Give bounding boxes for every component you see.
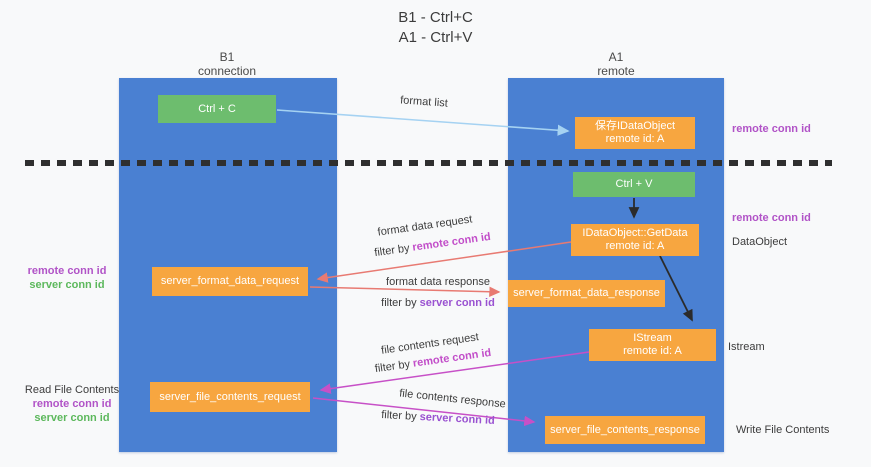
title-line-1: B1 - Ctrl+C [398, 9, 473, 26]
node-server-file-contents-request: server_file_contents_request [150, 382, 310, 412]
left-remote-conn-id: remote conn id [27, 265, 107, 277]
lifeline-b1-name: B1 [219, 50, 235, 64]
lifeline-a1-name: A1 [608, 50, 624, 64]
ctrl-v-label: Ctrl + V [615, 178, 653, 190]
left-format-conn-ids: remote conn id server conn id [17, 264, 117, 292]
server-file-contents-response-label: server_file_contents_response [550, 423, 700, 436]
filter-key-remote-conn-id: remote conn id [411, 230, 492, 254]
getdata-line1: IDataObject::GetData [582, 227, 688, 239]
label-format-data-response: format data response [386, 276, 490, 288]
lifeline-b1-role: connection [197, 64, 257, 78]
node-save-idataobject: 保存IDataObject remote id: A [575, 117, 695, 149]
getdata-line2: remote id: A [605, 240, 665, 252]
node-server-format-data-response: server_format_data_response [508, 280, 665, 307]
filter-prefix: filter by [381, 297, 417, 309]
filter-prefix: filter by [373, 242, 411, 260]
write-file-contents-label: Write File Contents [736, 424, 830, 436]
ctrl-c-label: Ctrl + C [198, 102, 236, 115]
filter-prefix: filter by [380, 409, 417, 423]
filter-key-server-conn-id: server conn id [419, 411, 496, 427]
node-server-format-data-request: server_format_data_request [152, 267, 308, 296]
filter-key-server-conn-id: server conn id [419, 297, 495, 309]
title-line-2: A1 - Ctrl+V [398, 29, 473, 46]
lifeline-a1-role: remote [597, 64, 635, 78]
server-format-data-request-label: server_format_data_request [160, 275, 300, 287]
server-file-contents-request-label: server_file_contents_request [159, 390, 301, 403]
left-remote-conn-id-2: remote conn id [32, 398, 112, 410]
right-remote-conn-id-2: remote conn id [732, 212, 811, 224]
lifeline-header-b1: B1 connection [167, 50, 287, 78]
server-format-data-response-label: server_format_data_response [513, 287, 660, 299]
left-server-conn-id: server conn id [29, 279, 105, 291]
label-file-contents-response: file contents response [398, 387, 507, 411]
left-server-conn-id-2: server conn id [34, 412, 110, 424]
istream-side-label: Istream [728, 341, 765, 353]
dataobject-label: DataObject [732, 236, 788, 248]
filter-prefix: filter by [374, 358, 411, 376]
istream-line2: remote id: A [623, 345, 682, 357]
node-idataobject-getdata: IDataObject::GetData remote id: A [571, 224, 699, 256]
save-idataobject-line2: remote id: A [605, 133, 665, 145]
istream-line1: IStream [633, 332, 672, 344]
session-divider-dashed-line [25, 160, 832, 166]
label-format-list: format list [399, 94, 449, 110]
right-remote-conn-id-top: remote conn id [732, 123, 811, 135]
save-idataobject-line1: 保存IDataObject [594, 120, 676, 132]
lifeline-header-a1: A1 remote [556, 50, 676, 78]
read-file-contents-label: Read File Contents [24, 384, 120, 396]
node-ctrl-c: Ctrl + C [158, 95, 276, 123]
node-server-file-contents-response: server_file_contents_response [545, 416, 705, 444]
node-istream: IStream remote id: A [589, 329, 716, 361]
node-ctrl-v: Ctrl + V [573, 172, 695, 197]
left-file-labels: Read File Contents remote conn id server… [17, 383, 127, 425]
diagram-title: B1 - Ctrl+C A1 - Ctrl+V [0, 8, 871, 48]
